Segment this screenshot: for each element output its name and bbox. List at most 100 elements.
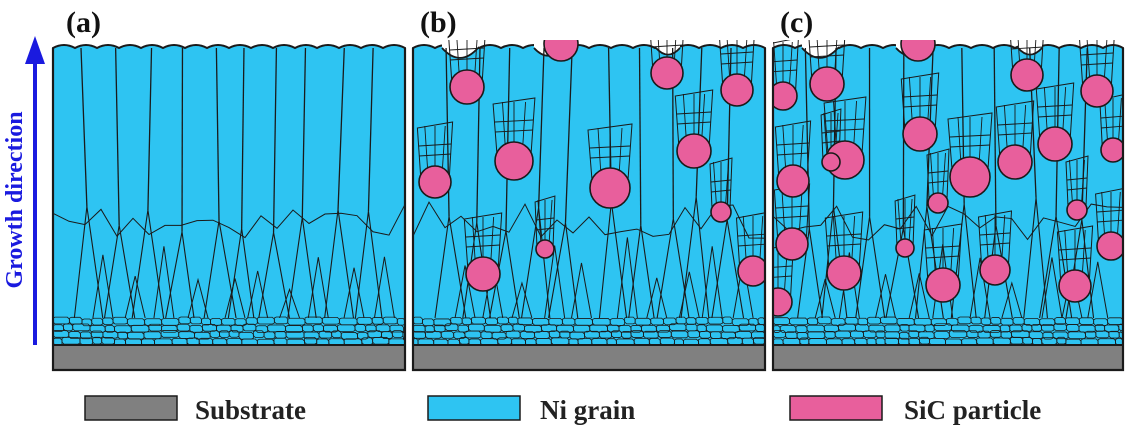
legend-swatch-ni-grain [427, 395, 521, 421]
particle-fan-line [776, 152, 810, 156]
panel-label-c: (c) [780, 6, 813, 39]
particle-fan-line [726, 40, 731, 81]
grain-boundary [544, 245, 566, 319]
particle-fan [534, 195, 556, 246]
fine-grain [918, 331, 935, 340]
fine-grain [933, 331, 950, 339]
particle-fan-line [569, 0, 572, 34]
fine-grain [201, 317, 211, 326]
particle-fan-line [737, 233, 765, 237]
grain-boundary [646, 277, 668, 319]
fine-grain [1021, 324, 1033, 332]
fine-grain [669, 323, 687, 331]
particle-fan-line [1100, 125, 1123, 129]
fine-grain [210, 318, 223, 326]
grain-structure [773, 0, 1123, 319]
particle-fan-line [1043, 86, 1048, 134]
particle-fan-line [925, 245, 961, 249]
fine-grain [500, 324, 514, 332]
particle-fan [923, 223, 963, 279]
fine-grain [899, 331, 910, 340]
fine-grain [534, 331, 550, 339]
fine-grain [796, 332, 809, 340]
fine-grain [422, 318, 435, 327]
grain-boundary [241, 47, 245, 229]
particle-fan [926, 148, 950, 200]
fine-grain [695, 317, 709, 325]
particle-fan-line [826, 233, 862, 237]
particle-fan-line [1096, 209, 1123, 213]
fine-grain [824, 330, 836, 339]
fine-grain [710, 331, 722, 339]
particle-fan-line [1037, 114, 1073, 118]
particle-fan-line [825, 118, 865, 122]
sic-particle [676, 133, 712, 169]
fine-grain [1095, 330, 1110, 339]
particle-fan-line [1058, 247, 1092, 251]
fine-grain [144, 318, 163, 326]
particle-fan-line [925, 255, 961, 259]
particle-fan-line [502, 101, 506, 150]
sic-particle [1096, 231, 1123, 261]
particle-fan [587, 123, 633, 181]
fine-grain [245, 317, 258, 325]
grain-boundary [258, 232, 290, 319]
particle-fan-line [902, 104, 938, 108]
particle-fan-line [897, 198, 902, 243]
particle-fan-line [997, 122, 1033, 126]
fine-grain [696, 324, 707, 333]
particle-fan-line [456, 40, 460, 77]
particle-fan-line [710, 189, 732, 193]
particle-fan [542, 0, 579, 37]
particle-fan [774, 120, 812, 175]
fine-grain [1085, 330, 1097, 339]
grain-boundary [680, 196, 710, 319]
particle-fan-line [832, 215, 837, 263]
fine-grain [287, 317, 306, 326]
grain-boundary [413, 201, 765, 239]
particle-fan-line [927, 76, 932, 124]
legend-swatch-substrate [84, 395, 178, 421]
legend-label-ni-grain: Ni grain [540, 395, 635, 425]
sic-particle [773, 287, 793, 317]
substrate-layer [772, 344, 1124, 371]
fine-grain [338, 317, 358, 326]
fine-grain [440, 331, 455, 339]
particle-fan [735, 212, 765, 266]
particle-fan-line [522, 101, 526, 150]
grain-boundary [838, 252, 860, 319]
fine-grain [189, 325, 203, 333]
particle-fan-line [720, 51, 754, 55]
fine-grain [92, 336, 103, 345]
sic-particle [465, 256, 501, 292]
fine-grain [643, 330, 659, 339]
particle-fan-line [618, 127, 623, 177]
particle-fan-line [418, 143, 452, 147]
particle-fan-line [773, 275, 793, 278]
panel-label-a: (a) [66, 6, 101, 39]
particle-fan [899, 0, 936, 37]
fine-grain [884, 324, 901, 333]
fine-grain [91, 317, 104, 326]
grain-boundary [373, 256, 395, 319]
particle-fan-line [494, 119, 534, 123]
particle-fan-line [1081, 229, 1086, 277]
fine-grain [650, 317, 665, 326]
particle-fan-line [651, 35, 683, 37]
fine-grain [340, 332, 358, 340]
particle-fan-line [1001, 214, 1006, 262]
particle-fan-line [773, 41, 778, 88]
particle-fan-line [781, 187, 786, 235]
particle-fan-line [1116, 191, 1121, 238]
particle-fan-line [1101, 191, 1106, 238]
fine-grain [1009, 336, 1024, 345]
fine-grain [806, 324, 825, 333]
fine-grain [524, 325, 542, 333]
particle-fan-line [1096, 219, 1123, 223]
fine-grain-layer [772, 316, 1124, 347]
surface-pit [802, 40, 838, 58]
fine-grain [957, 316, 972, 325]
fine-grain [337, 324, 356, 332]
grain-boundary [505, 47, 511, 231]
grain-boundary [131, 209, 165, 319]
